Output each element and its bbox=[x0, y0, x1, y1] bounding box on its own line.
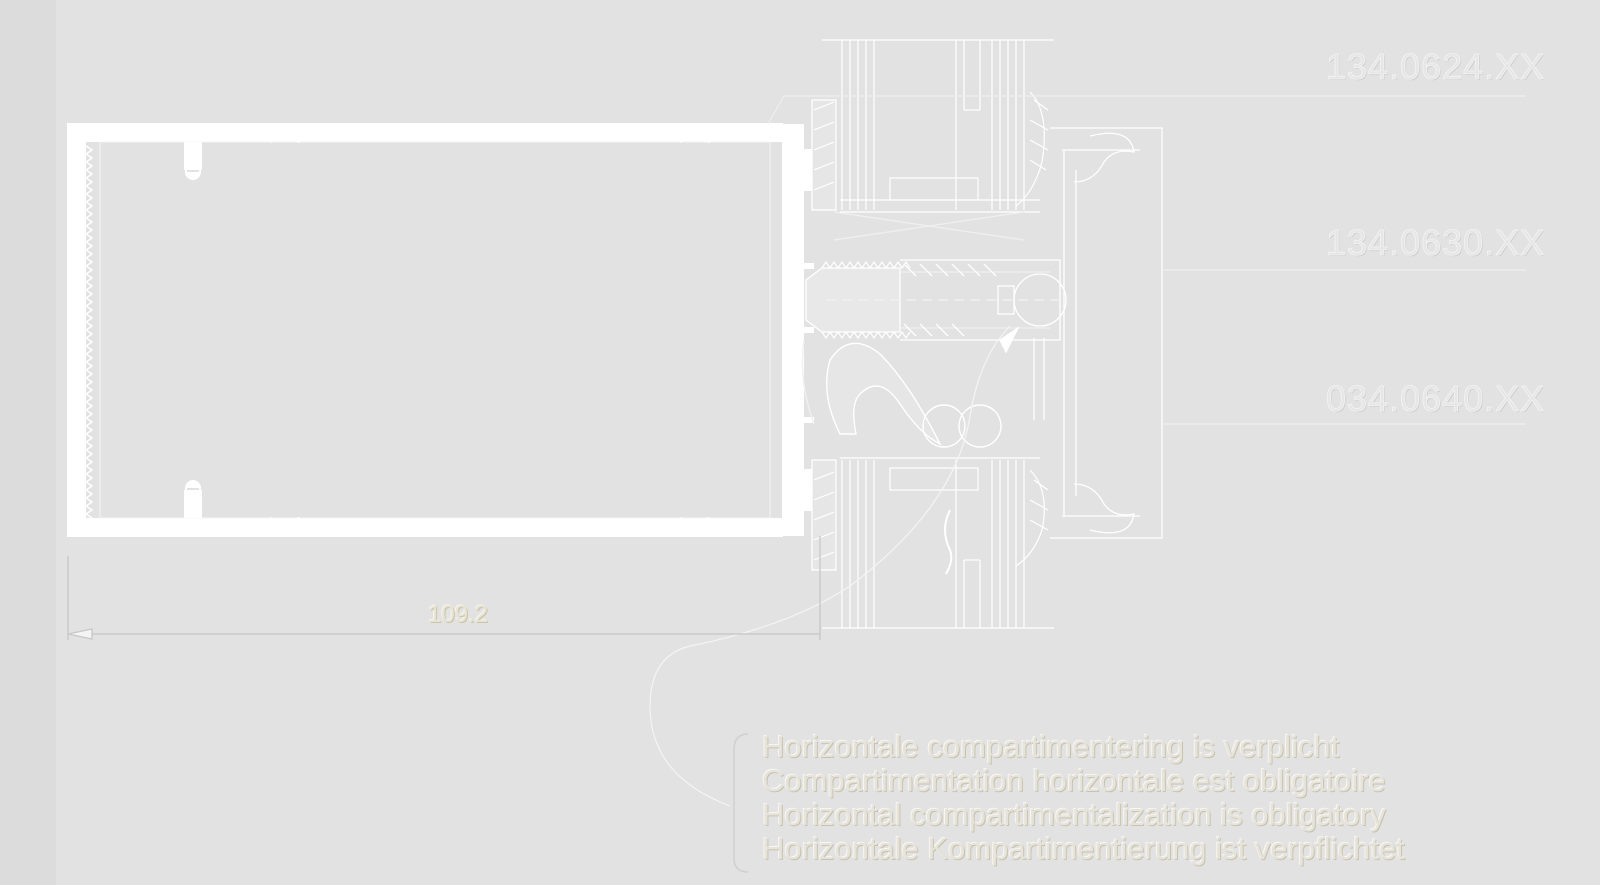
mullion-profile bbox=[67, 123, 819, 537]
part-label-middle: 134.0630.XX bbox=[1326, 222, 1546, 264]
note-line-de: Horizontale Kompartimentierung ist verpf… bbox=[762, 831, 1405, 866]
dimension-value: 109.2 bbox=[428, 601, 489, 628]
note-bracket bbox=[733, 733, 749, 873]
margin-strip bbox=[0, 0, 56, 885]
compartment-note: Horizontale compartimentering is verplic… bbox=[762, 730, 1405, 866]
note-line-fr: Compartimentation horizontale est obliga… bbox=[762, 763, 1386, 798]
part-label-bottom: 034.0640.XX bbox=[1326, 378, 1546, 420]
dimension-line bbox=[67, 536, 821, 640]
compartment-insert bbox=[801, 339, 1002, 448]
note-line-en: Horizontal compartimentalization is obli… bbox=[762, 797, 1386, 832]
cover-cap bbox=[1050, 127, 1526, 539]
lower-glazing bbox=[811, 457, 1054, 629]
part-label-top: 134.0624.XX bbox=[1326, 46, 1546, 88]
leader-curve bbox=[649, 325, 1011, 807]
upper-glazing bbox=[767, 39, 1526, 241]
screw-assembly bbox=[805, 259, 1067, 420]
note-line-nl: Horizontale compartimentering is verplic… bbox=[762, 729, 1340, 764]
